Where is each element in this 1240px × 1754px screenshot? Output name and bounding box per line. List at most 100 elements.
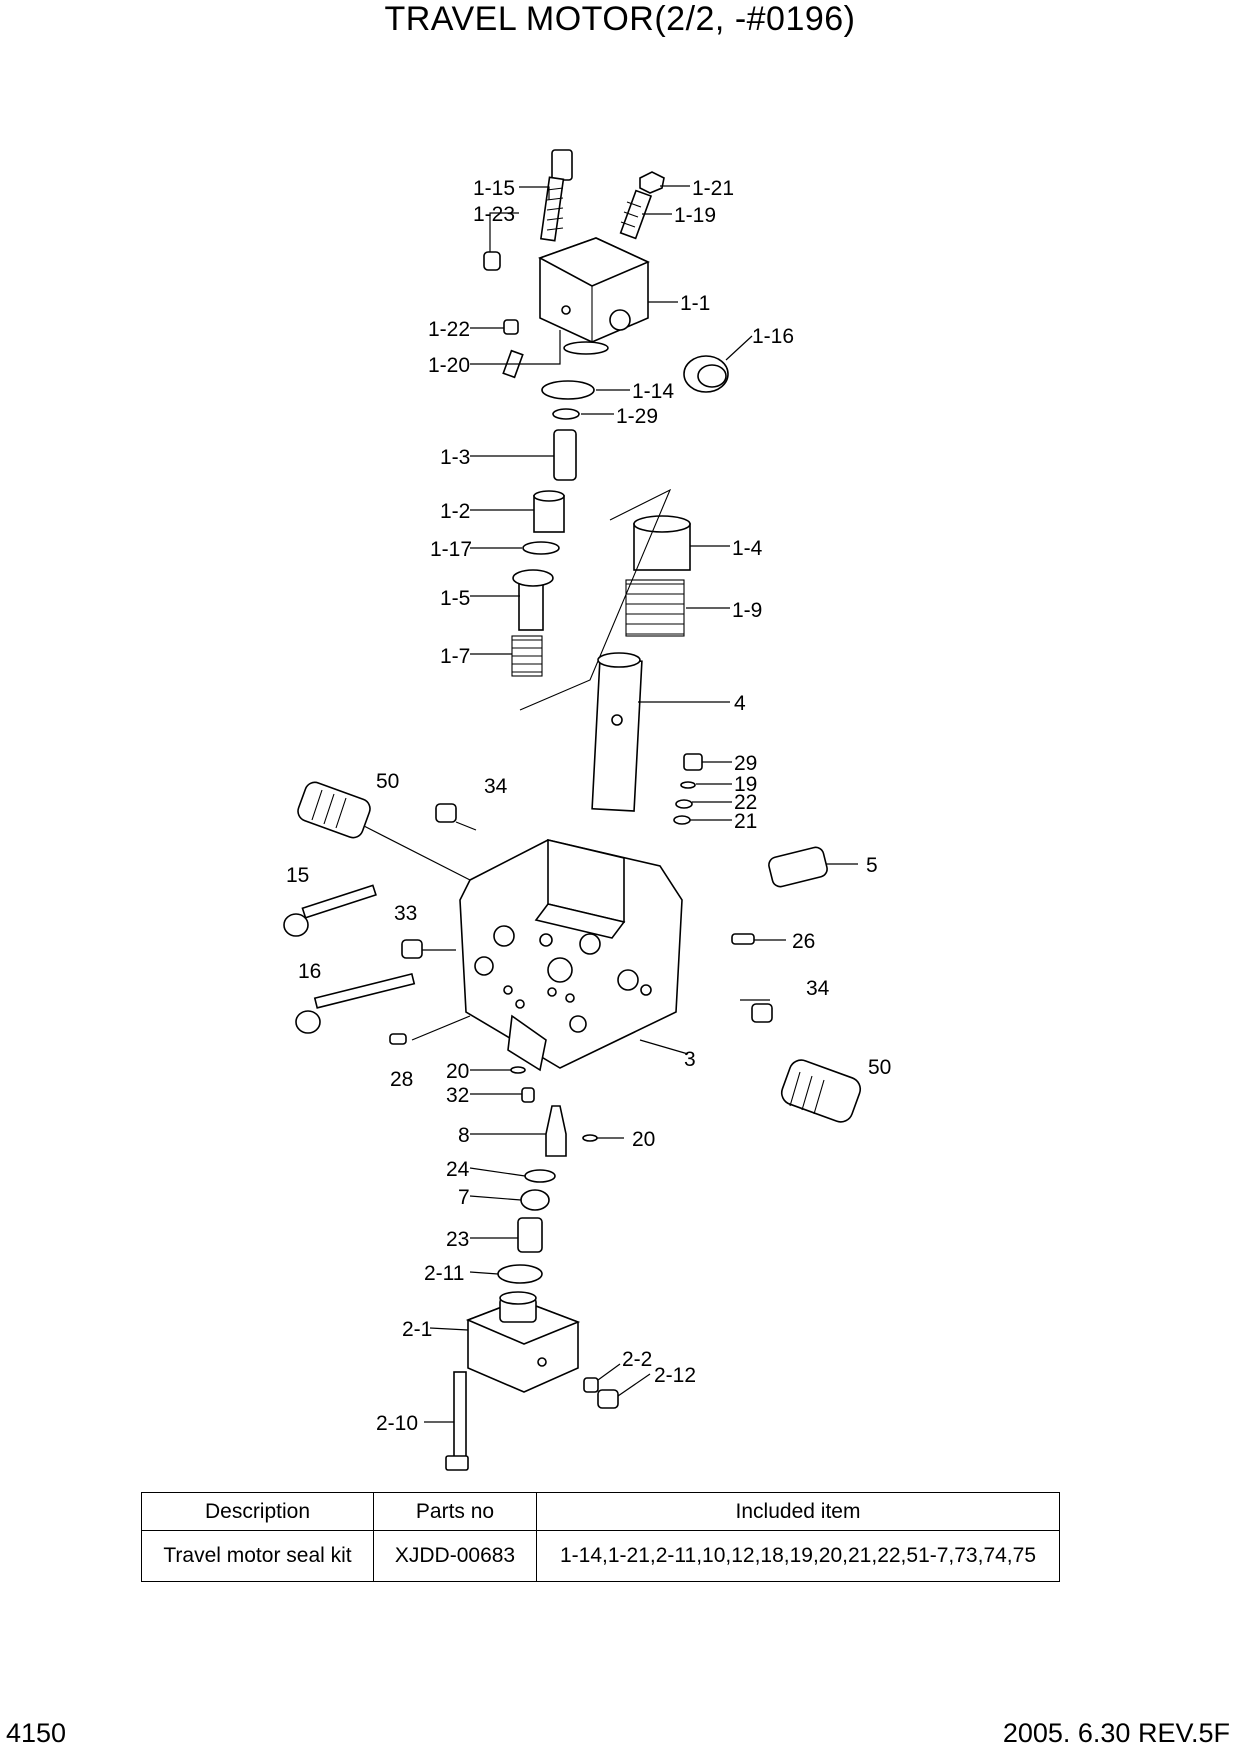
part-1-15-bolt xyxy=(539,149,573,242)
part-1-29-oring xyxy=(552,408,580,420)
callout-1-5: 1-5 xyxy=(440,587,470,610)
part-1-16-plug xyxy=(683,355,729,393)
callout-1-19: 1-19 xyxy=(674,204,716,227)
part-21-oring xyxy=(673,815,691,825)
callout-20-b: 20 xyxy=(632,1128,655,1151)
part-26-pin xyxy=(731,933,755,945)
part-2-12-plug xyxy=(597,1389,619,1409)
callout-1-23: 1-23 xyxy=(473,203,515,226)
part-1-14-oring xyxy=(541,380,595,400)
callout-22: 22 xyxy=(734,791,757,814)
part-15-bolt xyxy=(283,884,377,937)
callout-2-10: 2-10 xyxy=(376,1412,418,1435)
part-29-plug xyxy=(683,753,703,771)
part-4-spool xyxy=(591,652,643,812)
callout-1-1: 1-1 xyxy=(680,292,710,315)
part-28-pin xyxy=(389,1033,407,1045)
callout-1-3: 1-3 xyxy=(440,446,470,469)
part-1-1-cover xyxy=(538,237,650,355)
part-20-oring-b xyxy=(582,1134,598,1142)
table-row: Travel motor seal kit XJDD-00683 1-14,1-… xyxy=(141,1530,1060,1582)
part-7-nut xyxy=(520,1189,550,1211)
part-3-main-body xyxy=(459,838,683,1072)
callout-24: 24 xyxy=(446,1158,470,1181)
callout-34-lower: 34 xyxy=(806,977,830,1000)
callout-1-29: 1-29 xyxy=(616,405,658,428)
callout-29: 29 xyxy=(734,752,757,775)
part-23-plug xyxy=(517,1217,543,1253)
callout-5: 5 xyxy=(866,854,878,877)
part-32-plug xyxy=(521,1087,535,1103)
callout-1-17: 1-17 xyxy=(430,538,472,561)
callout-19: 19 xyxy=(734,773,757,796)
part-1-23-plug xyxy=(483,251,501,271)
page-title: TRAVEL MOTOR(2/2, -#0196) xyxy=(384,0,856,38)
part-2-10-bolt xyxy=(445,1371,469,1471)
callout-1-2: 1-2 xyxy=(440,500,470,523)
part-50-fitting-upper xyxy=(297,781,371,839)
callout-32: 32 xyxy=(446,1084,469,1107)
callout-1-20: 1-20 xyxy=(428,354,470,377)
callout-33: 33 xyxy=(394,902,417,925)
callout-15: 15 xyxy=(286,864,309,887)
callout-2-11: 2-11 xyxy=(424,1262,464,1285)
part-33-plug xyxy=(401,939,423,959)
callout-1-22: 1-22 xyxy=(428,318,470,341)
callout-50-upper: 50 xyxy=(376,770,399,793)
seal-kit-table-header: Description Parts no Included item xyxy=(141,1492,1060,1531)
callout-28: 28 xyxy=(390,1068,413,1091)
callout-16: 16 xyxy=(298,960,321,983)
cell-included-item: 1-14,1-21,2-11,10,12,18,19,20,21,22,51-7… xyxy=(536,1530,1060,1582)
part-1-4-sleeve xyxy=(633,515,691,571)
part-1-21-nut xyxy=(639,171,665,194)
part-1-19-stud xyxy=(619,189,653,240)
revision-label: 2005. 6.30 REV.5F xyxy=(1002,1718,1230,1748)
part-2-2-plug xyxy=(583,1377,599,1393)
callout-23: 23 xyxy=(446,1228,469,1251)
part-34-plug-upper xyxy=(435,803,457,823)
callout-1-14: 1-14 xyxy=(632,380,674,403)
callout-1-4: 1-4 xyxy=(732,537,763,560)
header-included-item: Included item xyxy=(536,1492,1060,1531)
cell-description: Travel motor seal kit xyxy=(141,1530,374,1582)
part-34-plug-lower xyxy=(751,1003,773,1023)
part-8-needle xyxy=(545,1105,567,1157)
callout-34-upper: 34 xyxy=(484,775,508,798)
leader-lines xyxy=(363,185,858,1423)
callout-1-21: 1-21 xyxy=(692,177,734,200)
callout-26: 26 xyxy=(792,930,815,953)
part-1-3-pin xyxy=(553,429,577,481)
part-1-22-plug xyxy=(503,319,519,335)
header-parts-no: Parts no xyxy=(373,1492,537,1531)
callout-4: 4 xyxy=(734,692,746,715)
part-1-17-ring xyxy=(522,541,560,555)
callout-1-16: 1-16 xyxy=(752,325,794,348)
callout-50-lower: 50 xyxy=(868,1056,891,1079)
callout-1-7: 1-7 xyxy=(440,645,470,668)
page-number: 4150 xyxy=(6,1718,67,1748)
cell-parts-no: XJDD-00683 xyxy=(373,1530,537,1582)
callout-3: 3 xyxy=(684,1048,696,1071)
part-1-7-spring xyxy=(511,635,543,677)
part-2-1-cap xyxy=(465,1291,581,1393)
header-description: Description xyxy=(141,1492,374,1531)
callout-7: 7 xyxy=(458,1186,470,1209)
callout-8: 8 xyxy=(458,1124,470,1147)
callout-2-2: 2-2 xyxy=(622,1348,652,1371)
callout-20-a: 20 xyxy=(446,1060,469,1083)
callout-1-9: 1-9 xyxy=(732,599,762,622)
part-1-5-poppet xyxy=(512,569,554,631)
callout-2-1: 2-1 xyxy=(402,1318,432,1341)
seal-kit-table: Description Parts no Included item Trave… xyxy=(141,1492,1060,1582)
part-22-oring xyxy=(675,799,693,809)
part-50-fitting-lower xyxy=(780,1059,862,1123)
part-19-oring xyxy=(680,781,696,789)
part-16-bolt xyxy=(295,972,416,1034)
part-2-11-oring xyxy=(497,1264,543,1284)
part-5-plug xyxy=(768,846,828,888)
callout-1-15: 1-15 xyxy=(473,177,515,200)
part-24-ring xyxy=(524,1169,556,1183)
part-20-oring-a xyxy=(510,1066,526,1074)
part-1-2-spacer xyxy=(533,490,565,533)
